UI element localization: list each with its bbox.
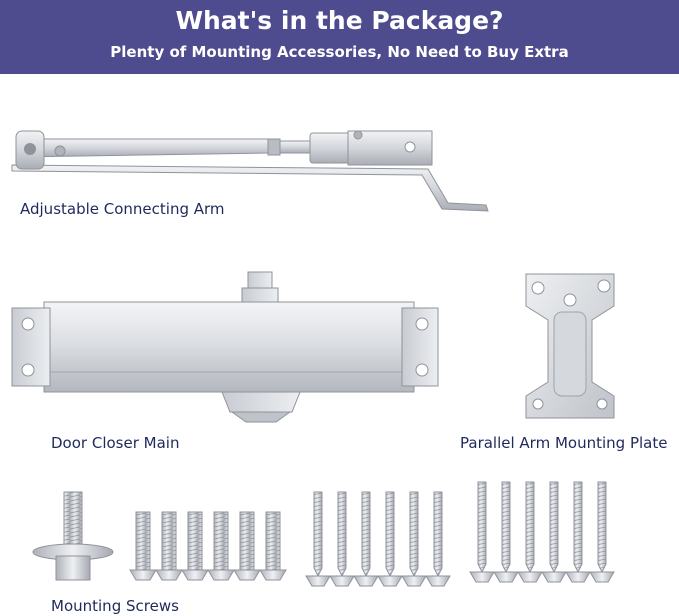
self-drilling-screws-long xyxy=(305,491,451,587)
banner-title: What's in the Package? xyxy=(175,6,504,35)
mounting-plate-image xyxy=(525,273,615,419)
mounting-plate-label: Parallel Arm Mounting Plate xyxy=(460,434,668,452)
self-drilling-screws-short xyxy=(469,481,615,583)
connecting-arm-label: Adjustable Connecting Arm xyxy=(20,200,225,218)
connecting-arm-image xyxy=(11,130,489,212)
spindle-bolt xyxy=(32,491,114,581)
machine-screws xyxy=(129,511,287,581)
header-banner: What's in the Package? Plenty of Mountin… xyxy=(0,0,679,74)
banner-subtitle: Plenty of Mounting Accessories, No Need … xyxy=(110,43,569,61)
mounting-screws-image xyxy=(32,481,615,587)
door-closer-image xyxy=(11,271,439,423)
door-closer-label: Door Closer Main xyxy=(51,434,180,452)
mounting-screws-label: Mounting Screws xyxy=(51,597,179,615)
